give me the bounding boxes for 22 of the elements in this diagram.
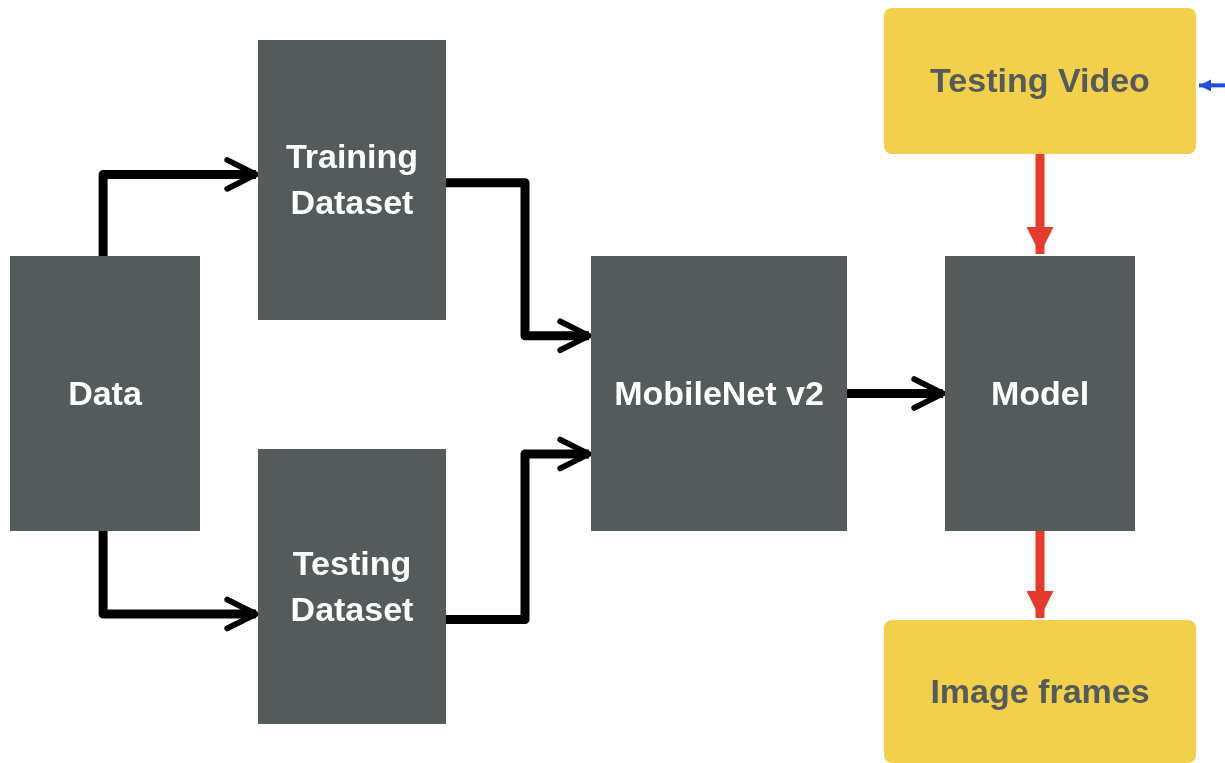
process-box: [258, 40, 446, 320]
arrow: [98, 157, 259, 256]
process-box: [10, 256, 200, 531]
node-label: Testing Video: [930, 60, 1150, 102]
node-label: Testing Dataset: [289, 542, 415, 630]
process-box: [258, 449, 446, 724]
rounded-box: [884, 8, 1196, 154]
arrow: [847, 376, 946, 411]
rounded-box: [884, 620, 1196, 763]
node-label: Image frames: [930, 670, 1150, 712]
arrow: [1199, 79, 1225, 92]
arrow: [1026, 154, 1054, 254]
arrow: [446, 178, 592, 354]
process-box: [591, 256, 847, 531]
arrow: [98, 531, 259, 632]
node-label: MobileNet v2: [614, 372, 824, 414]
node-label: Training Dataset: [284, 136, 420, 223]
process-box: [945, 256, 1135, 531]
node-label: Model: [990, 372, 1090, 414]
arrow: [446, 436, 592, 624]
arrow: [1026, 531, 1054, 618]
node-label: Data: [68, 372, 142, 414]
